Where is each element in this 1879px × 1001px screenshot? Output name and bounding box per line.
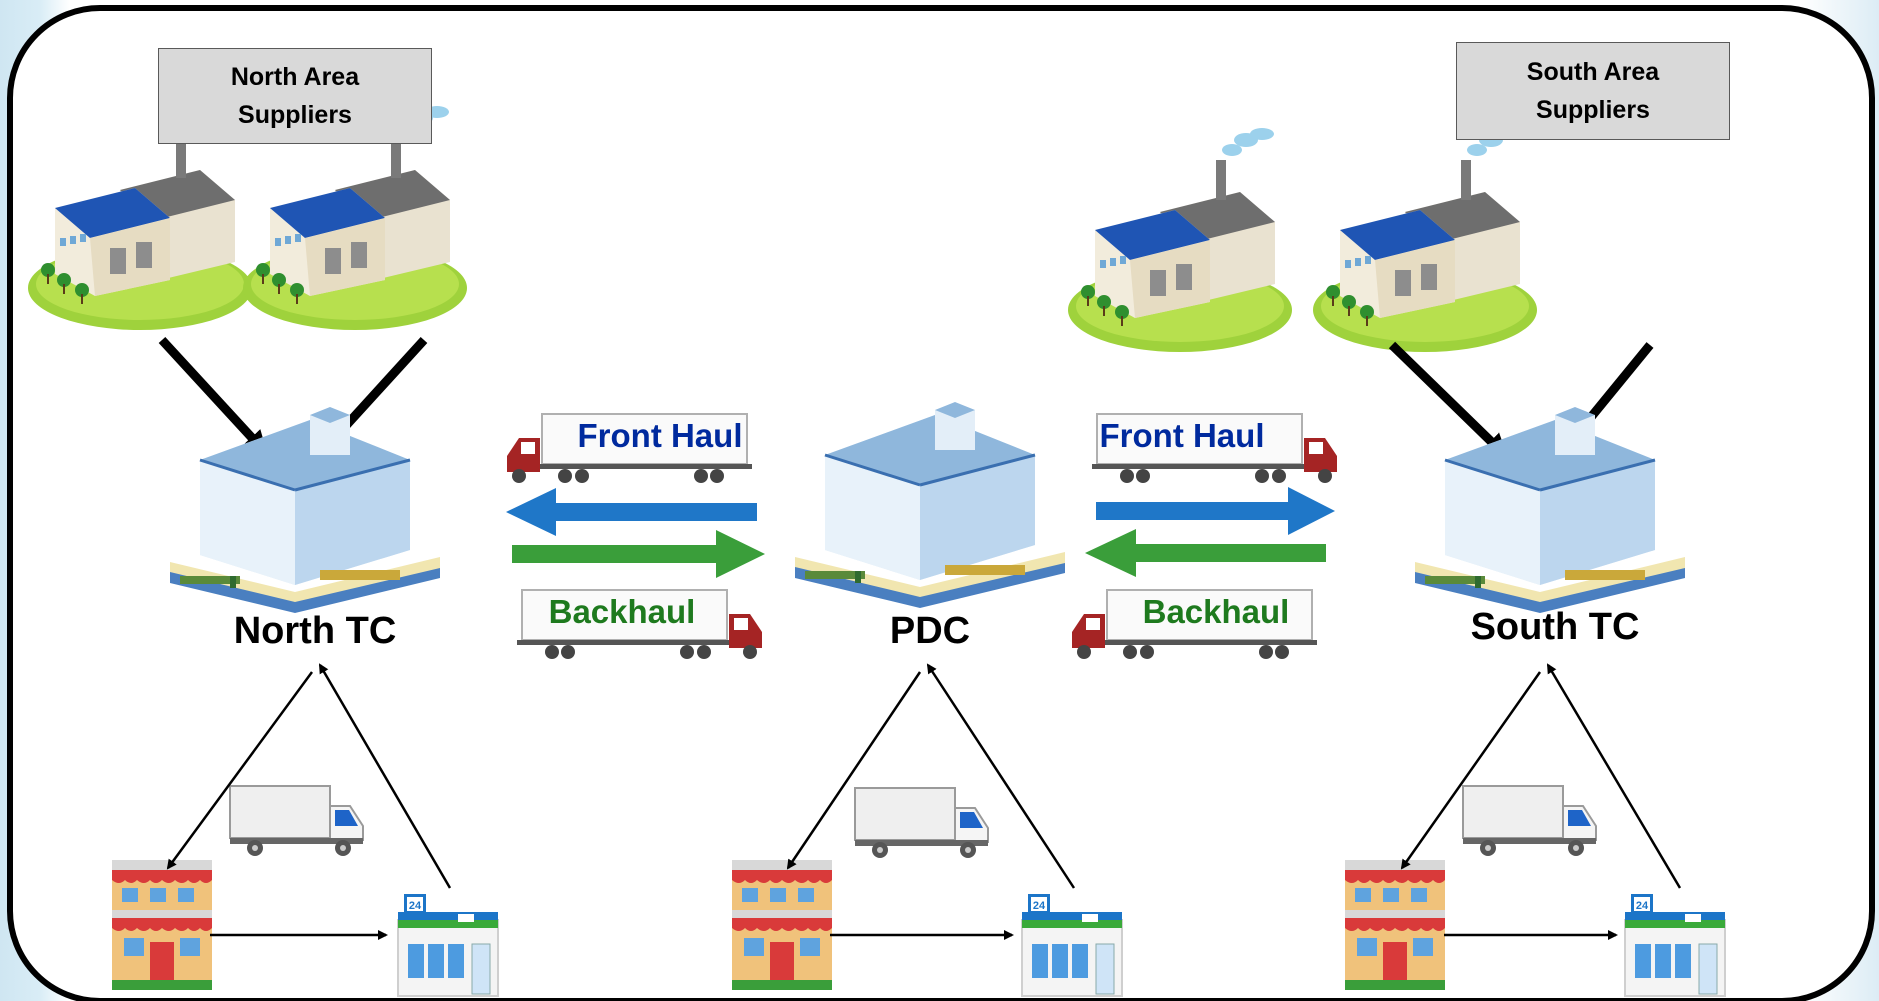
left-backhaul-label: Backhaul bbox=[548, 593, 696, 630]
pdc-store-icon bbox=[732, 860, 832, 990]
left-backhaul-arrow bbox=[512, 530, 765, 578]
north-tc-label: North TC bbox=[233, 610, 397, 652]
left-front-haul-arrow bbox=[506, 488, 757, 536]
south-supplier-arrow-1 bbox=[1388, 341, 1509, 459]
right-backhaul-arrow bbox=[1085, 529, 1326, 577]
south-delivery-loop bbox=[1400, 663, 1682, 940]
north-supplier-arrow-1 bbox=[158, 336, 269, 456]
south-area-suppliers-label: South Area Suppliers bbox=[1456, 42, 1730, 140]
south-tc-label: South TC bbox=[1470, 606, 1640, 648]
pdc-delivery-loop bbox=[786, 663, 1076, 940]
north-area-suppliers-label: North Area Suppliers bbox=[158, 48, 432, 144]
right-front-haul-arrow bbox=[1096, 487, 1335, 535]
north-store-icon bbox=[112, 860, 212, 990]
pdc-label: PDC bbox=[889, 610, 971, 652]
south-store-icon bbox=[1345, 860, 1445, 990]
right-front-haul-label: Front Haul bbox=[1099, 417, 1265, 454]
right-backhaul-label: Backhaul bbox=[1142, 593, 1290, 630]
north-delivery-loop bbox=[166, 663, 452, 940]
left-front-haul-label: Front Haul bbox=[577, 417, 743, 454]
